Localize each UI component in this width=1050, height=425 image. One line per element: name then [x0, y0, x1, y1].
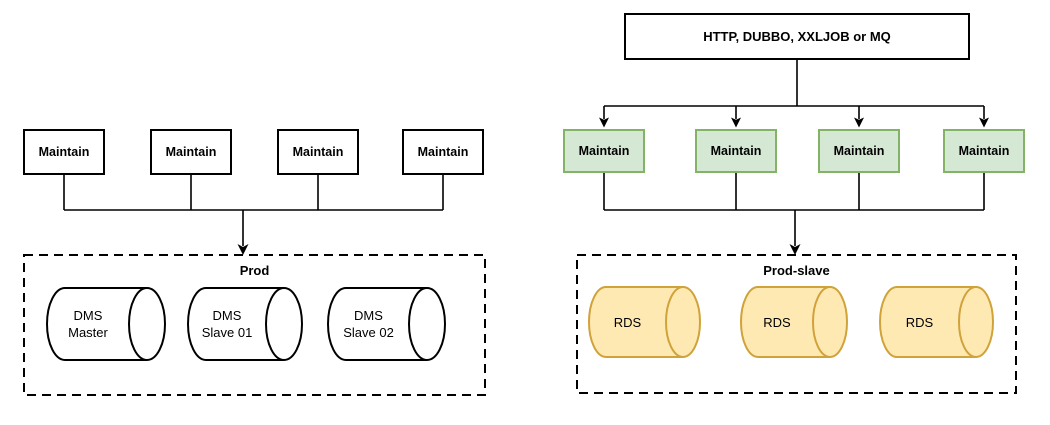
maintain-box-left-1: Maintain: [23, 129, 105, 175]
http-source-box: HTTP, DUBBO, XXLJOB or MQ: [624, 13, 970, 60]
maintain-box-right-1: Maintain: [563, 129, 645, 173]
http-source-fanout-connector: [603, 60, 985, 119]
maintain-label: Maintain: [292, 144, 344, 159]
maintain-box-left-3: Maintain: [277, 129, 359, 175]
down-arrowhead-icon: [237, 244, 249, 255]
dms-slave-01-label: DMS Slave 01: [201, 308, 253, 340]
down-arrowhead-icon: [599, 117, 609, 128]
down-arrowhead-icon: [789, 244, 801, 255]
rds-cylinder: [879, 286, 994, 358]
maintain-label: Maintain: [958, 143, 1010, 158]
dms-master-cylinder: [46, 287, 166, 361]
prod-group-title: Prod: [239, 263, 270, 278]
prod-slave-group-border: [576, 254, 1017, 394]
dms-slave-02-cylinder: [327, 287, 446, 361]
maintain-box-right-2: Maintain: [695, 129, 777, 173]
maintain-label: Maintain: [710, 143, 762, 158]
rds-cylinder: [588, 286, 701, 358]
maintain-label: Maintain: [578, 143, 630, 158]
rds-label-3: RDS: [905, 314, 934, 330]
maintain-box-right-3: Maintain: [818, 129, 900, 173]
fanout-arrowhead-icons: [599, 117, 989, 128]
prod-slave-group-title: Prod-slave: [763, 263, 830, 278]
down-arrowhead-icon: [854, 117, 864, 128]
maintain-box-right-4: Maintain: [943, 129, 1025, 173]
down-arrowhead-icon: [979, 117, 989, 128]
dms-slave-01-cylinder: [187, 287, 303, 361]
maintain-label: Maintain: [833, 143, 885, 158]
dms-master-label: DMS Master: [68, 308, 108, 340]
prod-group-border: [23, 254, 486, 396]
rds-cylinder: [740, 286, 848, 358]
maintain-box-left-4: Maintain: [402, 129, 484, 175]
rds-label-2: RDS: [763, 314, 791, 330]
maintain-label: Maintain: [417, 144, 469, 159]
left-fanin-connector: [63, 175, 444, 246]
dms-slave-02-label: DMS Slave 02: [343, 308, 394, 340]
maintain-box-left-2: Maintain: [150, 129, 232, 175]
http-source-label: HTTP, DUBBO, XXLJOB or MQ: [703, 29, 891, 44]
rds-label-1: RDS: [613, 314, 642, 330]
maintain-label: Maintain: [165, 144, 217, 159]
maintain-label: Maintain: [38, 144, 90, 159]
down-arrowhead-icon: [731, 117, 741, 128]
right-fanin-connector: [603, 173, 985, 246]
